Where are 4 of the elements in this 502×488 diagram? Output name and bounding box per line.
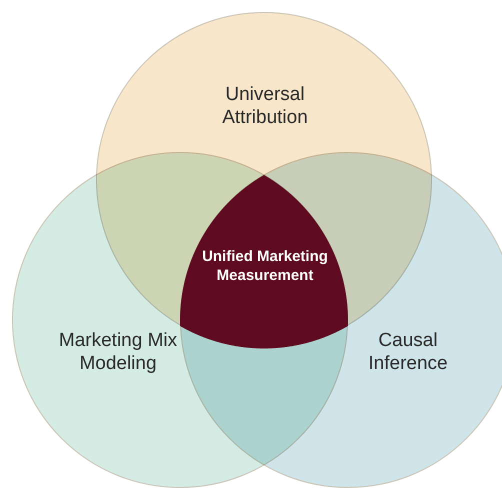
venn-label: Causal Inference xyxy=(367,329,449,375)
venn-label: Marketing Mix Modeling xyxy=(58,329,178,375)
venn-label: Universal Attribution xyxy=(221,83,309,129)
venn-label: Unified Marketing Measurement xyxy=(201,246,329,285)
